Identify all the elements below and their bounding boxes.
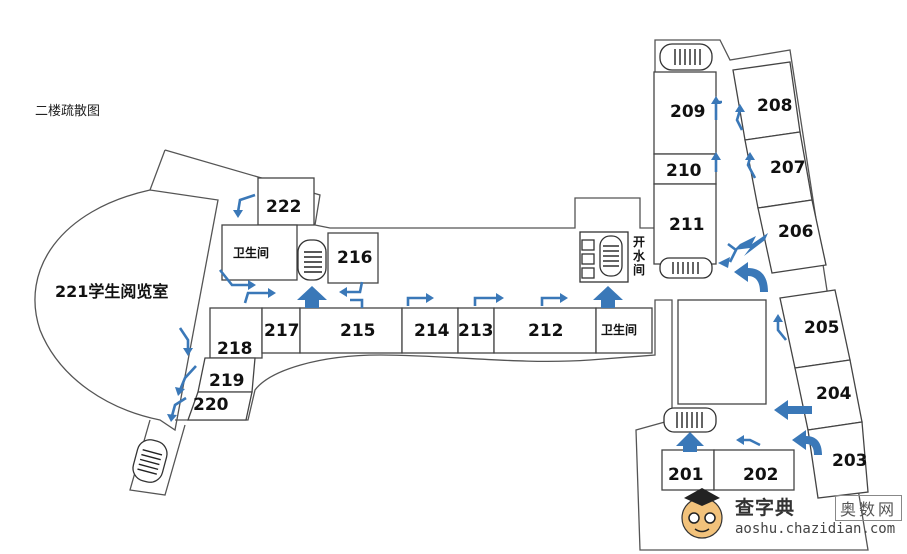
room-218-label: 218 — [217, 339, 253, 359]
toilet-right-label: 卫生间 — [601, 322, 637, 337]
water-room-label-1: 开 — [633, 235, 645, 249]
water-room-label-3: 间 — [633, 262, 645, 277]
room-202-label: 202 — [743, 465, 779, 485]
room-219-label: 219 — [209, 371, 245, 391]
stair-top-right — [659, 43, 713, 71]
room-203-box — [807, 421, 869, 499]
toilet-left-label: 卫生间 — [233, 245, 269, 260]
stair-left — [297, 239, 327, 281]
room-205-label: 205 — [804, 318, 840, 338]
stair-center — [579, 231, 629, 283]
room-211-label: 211 — [669, 215, 705, 235]
room-201-label: 201 — [668, 465, 704, 485]
room-214-label: 214 — [414, 321, 450, 341]
room-209-box — [653, 71, 717, 155]
stair-mid-right — [659, 257, 713, 279]
room-202-box — [713, 449, 795, 491]
atrium-box — [677, 299, 767, 405]
room-201-box — [661, 449, 715, 491]
room-221-label: 221学生阅览室 — [55, 282, 168, 301]
room-213-box — [457, 307, 495, 354]
room-222-box — [257, 177, 315, 226]
room-217-label: 217 — [264, 321, 300, 341]
room-211-box — [653, 183, 717, 265]
room-220-label: 220 — [193, 395, 229, 415]
room-215-label: 215 — [340, 321, 376, 341]
watermark-brand: 查字典 — [735, 497, 796, 519]
room-216-box — [327, 232, 379, 284]
toilet-right-box — [595, 307, 653, 354]
room-212-box — [493, 307, 597, 354]
room-213-label: 213 — [458, 321, 494, 341]
room-209-label: 209 — [670, 102, 706, 122]
evac-arrows — [167, 96, 788, 447]
evac-big-arrows — [297, 233, 822, 455]
room-203-label: 203 — [832, 451, 868, 471]
room-222-label: 222 — [266, 197, 302, 217]
room-207-label: 207 — [770, 158, 806, 178]
toilet-left-box — [221, 224, 298, 281]
reading-room-wall — [34, 189, 219, 432]
water-room-label-2: 水 — [633, 248, 646, 263]
stair-bottom-left — [132, 439, 168, 483]
left-outer-wall — [149, 149, 166, 191]
room-208-label: 208 — [757, 96, 793, 116]
map-title: 二楼疏散图 — [35, 104, 101, 119]
left-wing-wall — [164, 39, 869, 551]
room-206-label: 206 — [778, 222, 814, 242]
room-212-label: 212 — [528, 321, 564, 341]
room-206-box — [757, 199, 827, 274]
room-214-box — [401, 307, 459, 354]
room-210-label: 210 — [666, 161, 702, 181]
stair-bottom-right — [663, 407, 717, 433]
room-216-label: 216 — [337, 248, 373, 268]
room-204-label: 204 — [816, 384, 852, 404]
room-220-box — [187, 391, 253, 421]
watermark-brand2: 奥数网 — [835, 495, 903, 521]
watermark-url: aoshu.chazidian.com — [735, 521, 896, 537]
